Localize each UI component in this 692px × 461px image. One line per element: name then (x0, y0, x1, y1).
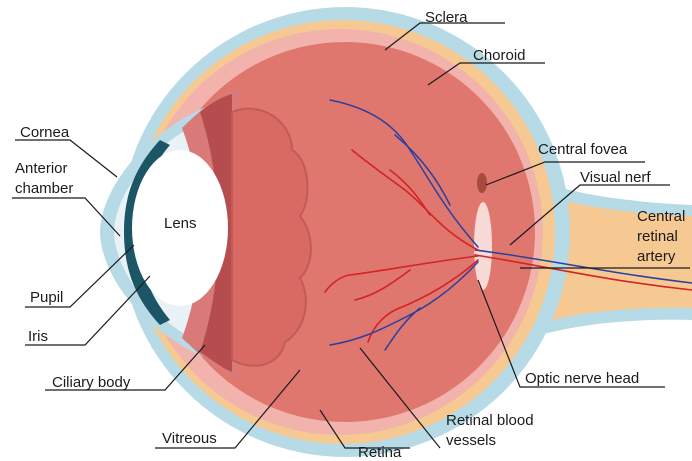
label-retinal-blood-vessels-line1: Retinal blood (446, 412, 534, 429)
label-choroid: Choroid (473, 47, 526, 64)
label-central-fovea: Central fovea (538, 141, 628, 158)
label-anterior-chamber-line2: chamber (15, 180, 73, 197)
label-optic-nerve-head: Optic nerve head (525, 370, 639, 387)
label-ciliary-body: Ciliary body (52, 374, 131, 391)
label-retinal-blood-vessels-line2: vessels (446, 432, 496, 449)
label-cornea: Cornea (20, 124, 70, 141)
label-lens: Lens (164, 215, 197, 232)
label-iris: Iris (28, 328, 48, 345)
label-central-retinal-artery-line2: retinal (637, 228, 678, 245)
label-anterior-chamber-line1: Anterior (15, 160, 68, 177)
label-central-retinal-artery-line1: Central (637, 208, 685, 225)
label-central-retinal-artery-line3: artery (637, 248, 676, 265)
label-sclera: Sclera (425, 9, 468, 26)
label-retina: Retina (358, 444, 402, 461)
label-pupil: Pupil (30, 289, 63, 306)
central-fovea-spot (477, 173, 487, 193)
label-visual-nerf: Visual nerf (580, 169, 651, 186)
label-vitreous: Vitreous (162, 430, 217, 447)
